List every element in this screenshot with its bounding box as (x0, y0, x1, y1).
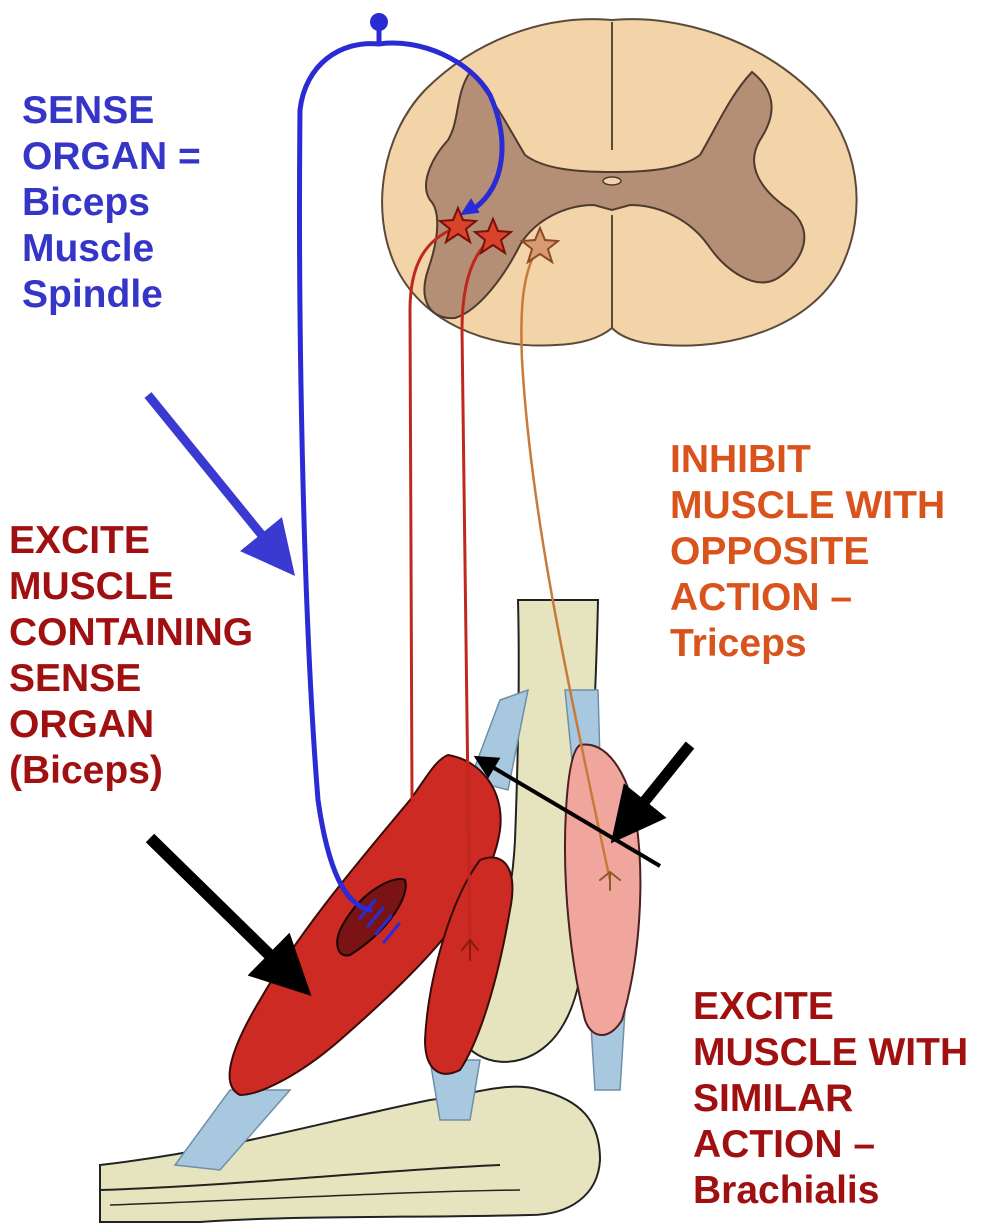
inhibit-opposite-label: INHIBIT MUSCLE WITH OPPOSITE ACTION – Tr… (670, 437, 945, 667)
spinal-cord-cross-section (382, 19, 857, 345)
label-line: SENSE (22, 88, 201, 134)
label-line: SENSE (9, 656, 253, 702)
label-line: Brachialis (693, 1168, 968, 1214)
label-line: ORGAN (9, 702, 253, 748)
label-line: Spindle (22, 272, 201, 318)
label-line: EXCITE (9, 518, 253, 564)
label-line: Triceps (670, 621, 945, 667)
triceps-arrow (628, 745, 690, 822)
label-line: Muscle (22, 226, 201, 272)
excite-similar-label: EXCITE MUSCLE WITH SIMILAR ACTION – Brac… (693, 984, 968, 1214)
label-line: INHIBIT (670, 437, 945, 483)
label-line: ORGAN = (22, 134, 201, 180)
sense-organ-label: SENSE ORGAN = Biceps Muscle Spindle (22, 88, 201, 318)
label-line: ACTION – (693, 1122, 968, 1168)
label-line: SIMILAR (693, 1076, 968, 1122)
label-line: OPPOSITE (670, 529, 945, 575)
muscles (230, 744, 641, 1095)
forearm-bones (100, 1087, 600, 1222)
label-line: EXCITE (693, 984, 968, 1030)
label-line: CONTAINING (9, 610, 253, 656)
label-line: (Biceps) (9, 748, 253, 794)
label-line: MUSCLE WITH (693, 1030, 968, 1076)
biceps-arrow (150, 838, 290, 975)
label-line: ACTION – (670, 575, 945, 621)
excite-containing-label: EXCITE MUSCLE CONTAINING SENSE ORGAN (Bi… (9, 518, 253, 794)
label-line: Biceps (22, 180, 201, 226)
label-line: MUSCLE (9, 564, 253, 610)
label-line: MUSCLE WITH (670, 483, 945, 529)
